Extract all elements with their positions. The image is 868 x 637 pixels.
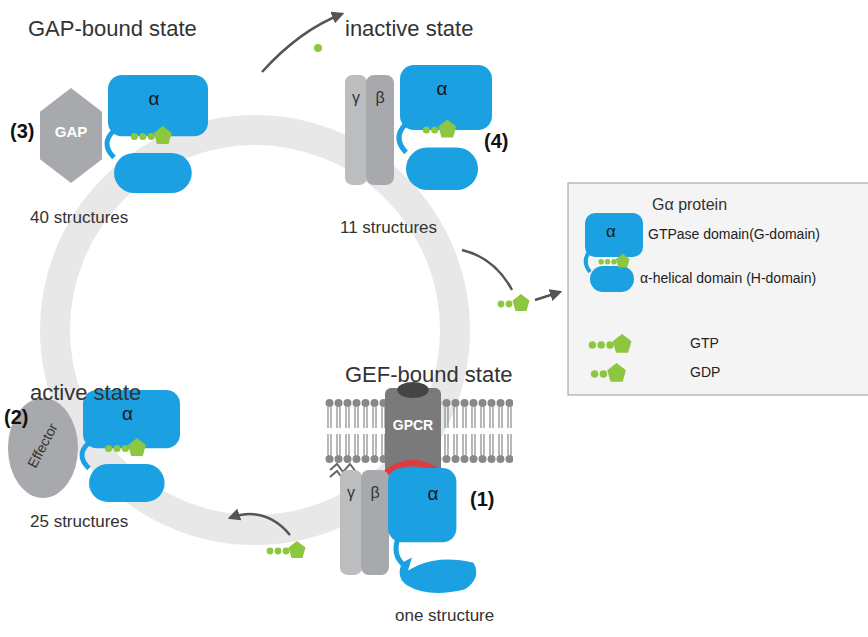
subunit-shape <box>366 75 394 185</box>
caption-label: GAP-bound state <box>28 16 197 41</box>
g-domain <box>388 468 456 542</box>
callout-number: (4) <box>484 130 508 153</box>
caption-label: GEF-bound state <box>345 362 513 387</box>
legend-box <box>568 183 868 395</box>
subunit-shape <box>361 470 389 575</box>
nucleotide-icon <box>105 438 146 456</box>
nucleotide-icon <box>423 120 456 138</box>
linker <box>396 538 404 565</box>
callout-number: (1) <box>470 488 494 511</box>
subunit-node: β <box>361 470 389 575</box>
cycle-arrow <box>535 292 560 300</box>
h-domain-open <box>400 558 477 593</box>
node-text: γ <box>352 89 360 107</box>
caption-label: 25 structures <box>30 512 128 532</box>
node-text: α <box>122 404 133 425</box>
callout-number: (2) <box>4 406 28 429</box>
g-domain <box>400 65 492 130</box>
node-text: GAP <box>55 124 88 141</box>
caption-label: α <box>606 222 616 242</box>
gpcr-node: GPCR <box>385 380 441 478</box>
legend-text: α-helical domain (H-domain) <box>640 270 816 286</box>
subunit-shape <box>340 470 362 575</box>
cycle-arrow <box>230 514 290 535</box>
cycle-arrow <box>262 14 342 72</box>
caption-label: Gα protein <box>652 196 727 214</box>
subunit-node: γ <box>345 75 367 185</box>
subunit-node: γ <box>340 470 362 575</box>
legend-gtp-sample <box>589 334 632 353</box>
caption-label: inactive state <box>345 16 473 41</box>
legend-alpha-sample <box>585 213 643 292</box>
legend-text: GDP <box>690 364 720 380</box>
node-text: β <box>370 484 379 502</box>
caption-label: active state <box>30 380 141 405</box>
gap-hexagon <box>40 88 102 183</box>
node-text: α <box>149 89 160 110</box>
legend-text: GTP <box>690 335 719 351</box>
callout-number: (3) <box>10 120 34 143</box>
node-text: GPCR <box>393 418 433 433</box>
node-text: β <box>375 89 384 107</box>
nucleotide-icon <box>131 126 172 144</box>
g-domain <box>108 75 208 136</box>
gdp-icon <box>498 294 530 311</box>
node-text: α <box>428 484 439 505</box>
h-domain <box>89 464 165 502</box>
subunit-node: β <box>366 75 394 185</box>
linker <box>107 130 114 157</box>
g-alpha-protein: α <box>75 390 180 502</box>
cycle-arrow <box>462 250 512 290</box>
g-alpha-protein: α <box>100 75 208 193</box>
gtp-icon <box>267 541 306 558</box>
caption-label: 40 structures <box>30 208 128 228</box>
g-alpha-protein: α <box>392 65 492 190</box>
h-domain <box>114 153 192 193</box>
subunit-shape <box>345 75 367 185</box>
linker <box>399 124 406 153</box>
h-domain <box>406 148 478 191</box>
legend-text: GTPase domain(G-domain) <box>648 226 820 242</box>
g-alpha-protein: α <box>388 468 478 596</box>
caption-label: one structure <box>395 606 494 626</box>
linker <box>82 443 89 469</box>
node-text: α <box>437 79 448 100</box>
caption-label: 11 structures <box>340 218 437 238</box>
phosphate-dot <box>314 44 322 52</box>
legend-gdp-sample <box>591 363 626 382</box>
node-text: γ <box>347 484 355 502</box>
gap-node: GAP <box>40 88 102 183</box>
